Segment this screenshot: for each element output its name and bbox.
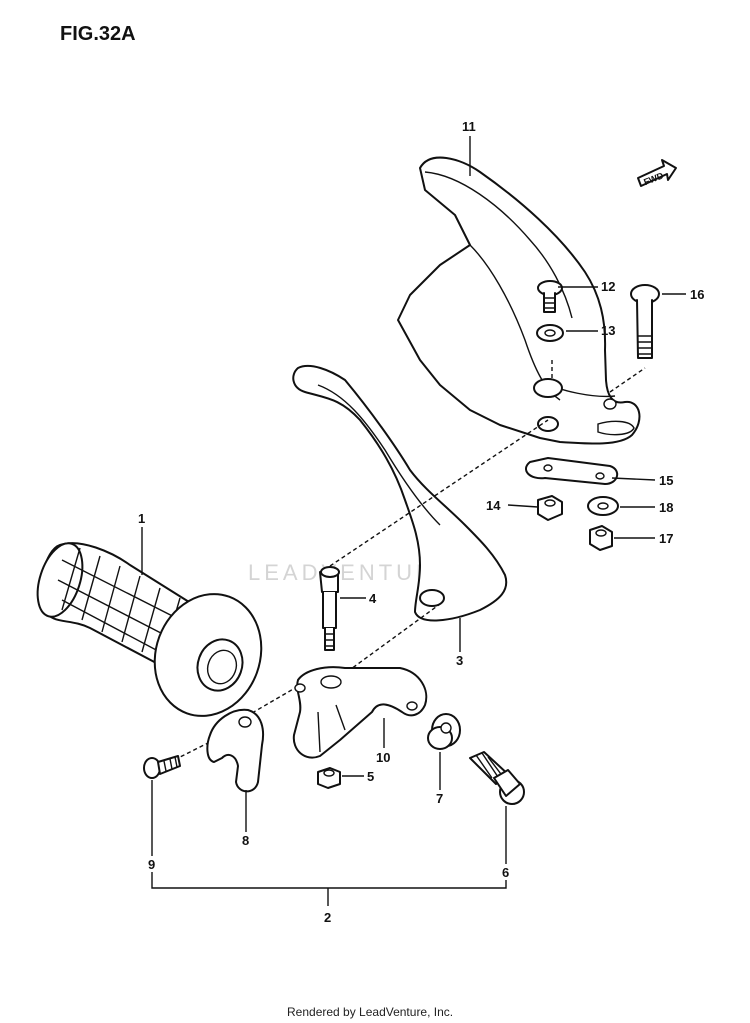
forward-arrow-icon: FWD [637, 159, 677, 187]
callout-11: 11 [462, 119, 476, 134]
watermark: LEADVENTURE [248, 560, 455, 585]
part-7-lock-nut [427, 713, 461, 750]
part-11-hand-guard [397, 156, 641, 445]
callout-1: 1 [138, 511, 145, 526]
part-12-bolt [537, 280, 563, 313]
callout-17: 17 [659, 531, 673, 546]
callout-2: 2 [324, 910, 331, 925]
callout-9: 9 [148, 857, 155, 872]
part-6-adjuster-bolt [469, 751, 525, 805]
callout-7: 7 [436, 791, 443, 806]
part-13-washer [536, 324, 564, 342]
part-18-washer [587, 496, 619, 516]
callout-10: 10 [376, 750, 390, 765]
part-16-bolt [630, 284, 660, 359]
callout-6: 6 [502, 865, 509, 880]
callout-18: 18 [659, 500, 673, 515]
callout-14: 14 [486, 498, 501, 513]
part-14-nut [537, 495, 563, 521]
callout-15: 15 [659, 473, 673, 488]
callout-3: 3 [456, 653, 463, 668]
footer-credit: Rendered by LeadVenture, Inc. [287, 1005, 453, 1019]
callout-5: 5 [367, 769, 374, 784]
part-5-nut [317, 767, 341, 789]
callout-16: 16 [690, 287, 704, 302]
callout-8: 8 [242, 833, 249, 848]
part-1-handlebar-grip [36, 542, 263, 717]
part-8-clamp [206, 708, 265, 793]
callout-12: 12 [601, 279, 615, 294]
part-10-lever-holder [292, 666, 428, 759]
part-9-screw [143, 755, 181, 779]
part-4-pivot-bolt [319, 566, 340, 651]
forward-label: FWD [642, 170, 665, 187]
part-15-plate [525, 457, 619, 485]
part-3-clutch-lever [292, 364, 508, 622]
leader-lines [141, 136, 686, 906]
callout-13: 13 [601, 323, 615, 338]
figure-title: FIG.32A [60, 23, 136, 45]
callout-4: 4 [369, 591, 377, 606]
part-17-nut [589, 525, 613, 551]
